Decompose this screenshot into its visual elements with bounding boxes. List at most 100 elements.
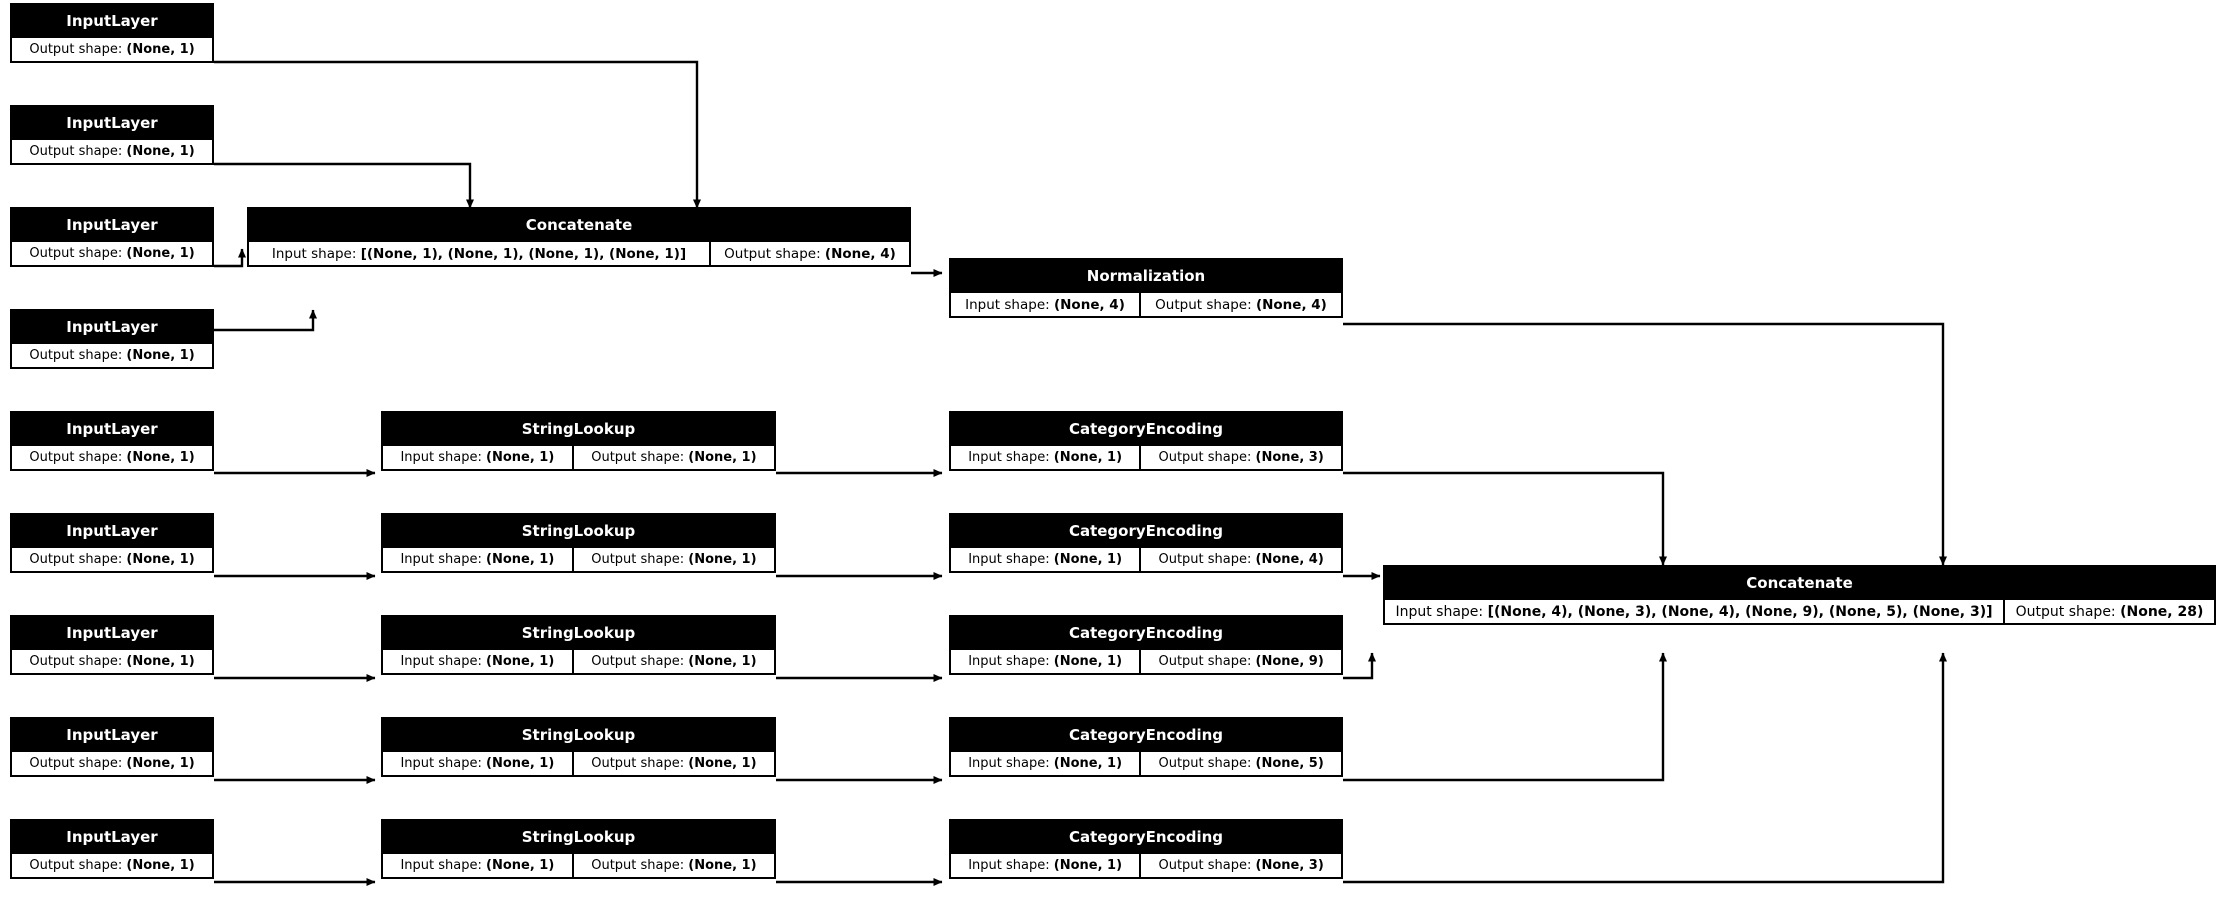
- output-shape-cell: Output shape: (None, 1): [12, 648, 212, 673]
- input-shape-cell: Input shape: (None, 1): [951, 852, 1140, 877]
- node-concatenate-final[interactable]: Concatenate Input shape: [(None, 4), (No…: [1383, 565, 2216, 625]
- output-shape-value: (None, 4): [1255, 552, 1324, 567]
- output-shape-cell: Output shape: (None, 1): [12, 138, 212, 163]
- node-input-layer-6[interactable]: InputLayer Output shape: (None, 1): [10, 513, 214, 573]
- input-shape-cell: Input shape: (None, 1): [383, 750, 572, 775]
- node-title: CategoryEncoding: [951, 617, 1341, 648]
- output-shape-cell: Output shape: (None, 4): [1139, 546, 1342, 571]
- node-input-layer-5[interactable]: InputLayer Output shape: (None, 1): [10, 411, 214, 471]
- node-title: CategoryEncoding: [951, 719, 1341, 750]
- edge-num-input-2: [214, 162, 474, 209]
- input-shape-cell: Input shape: (None, 1): [951, 750, 1140, 775]
- output-shape-value: (None, 1): [126, 348, 195, 363]
- output-shape-cell: Output shape: (None, 1): [571, 750, 775, 775]
- output-shape-value: (None, 1): [688, 552, 757, 567]
- node-title: CategoryEncoding: [951, 821, 1341, 852]
- input-shape-value: [(None, 4), (None, 3), (None, 4), (None,…: [1487, 603, 1993, 620]
- node-input-layer-1[interactable]: InputLayer Output shape: (None, 1): [10, 3, 214, 63]
- node-category-encoding-2[interactable]: CategoryEncoding Input shape: (None, 1) …: [949, 513, 1343, 573]
- node-title: Normalization: [951, 260, 1341, 291]
- node-title: InputLayer: [12, 413, 212, 444]
- node-shape-row: Input shape: [(None, 4), (None, 3), (Non…: [1385, 598, 2214, 623]
- node-category-encoding-1[interactable]: CategoryEncoding Input shape: (None, 1) …: [949, 411, 1343, 471]
- node-category-encoding-3[interactable]: CategoryEncoding Input shape: (None, 1) …: [949, 615, 1343, 675]
- input-shape-value: (None, 1): [486, 552, 555, 567]
- output-shape-value: (None, 28): [2120, 603, 2204, 620]
- output-shape-value: (None, 1): [688, 654, 757, 669]
- node-input-layer-9[interactable]: InputLayer Output shape: (None, 1): [10, 819, 214, 879]
- node-shape-row: Output shape: (None, 1): [12, 648, 212, 673]
- node-title: InputLayer: [12, 617, 212, 648]
- node-shape-row: Input shape: [(None, 1), (None, 1), (Non…: [249, 240, 909, 265]
- input-shape-cell: Input shape: (None, 1): [383, 444, 572, 469]
- node-title: InputLayer: [12, 821, 212, 852]
- node-string-lookup-5[interactable]: StringLookup Input shape: (None, 1) Outp…: [381, 819, 776, 879]
- edge-encoding-5-to-concat-final: [1343, 652, 1947, 884]
- node-category-encoding-4[interactable]: CategoryEncoding Input shape: (None, 1) …: [949, 717, 1343, 777]
- node-title: CategoryEncoding: [951, 515, 1341, 546]
- output-shape-cell: Output shape: (None, 1): [12, 546, 212, 571]
- output-shape-cell: Output shape: (None, 1): [571, 852, 775, 877]
- node-shape-row: Input shape: (None, 1) Output shape: (No…: [951, 750, 1342, 775]
- node-title: InputLayer: [12, 311, 212, 342]
- output-shape-value: (None, 1): [126, 756, 195, 771]
- output-shape-value: (None, 4): [824, 245, 896, 262]
- output-shape-cell: Output shape: (None, 3): [1139, 852, 1342, 877]
- node-input-layer-2[interactable]: InputLayer Output shape: (None, 1): [10, 105, 214, 165]
- output-shape-value: (None, 9): [1255, 654, 1324, 669]
- node-shape-row: Output shape: (None, 1): [12, 546, 212, 571]
- node-string-lookup-4[interactable]: StringLookup Input shape: (None, 1) Outp…: [381, 717, 776, 777]
- output-shape-value: (None, 3): [1255, 858, 1324, 873]
- output-shape-cell: Output shape: (None, 3): [1139, 444, 1342, 469]
- node-input-layer-8[interactable]: InputLayer Output shape: (None, 1): [10, 717, 214, 777]
- node-shape-row: Input shape: (None, 1) Output shape: (No…: [383, 648, 775, 673]
- node-string-lookup-2[interactable]: StringLookup Input shape: (None, 1) Outp…: [381, 513, 776, 573]
- output-shape-value: (None, 1): [688, 450, 757, 465]
- output-shape-cell: Output shape: (None, 4): [1139, 291, 1341, 316]
- node-title: StringLookup: [383, 617, 774, 648]
- node-title: Concatenate: [1385, 567, 2214, 598]
- output-shape-cell: Output shape: (None, 9): [1139, 648, 1342, 673]
- node-shape-row: Input shape: (None, 1) Output shape: (No…: [383, 546, 775, 571]
- input-shape-value: (None, 1): [1053, 450, 1123, 465]
- edge-encoding-1-to-concat-final: [1343, 471, 1667, 566]
- output-shape-value: (None, 1): [688, 756, 757, 771]
- input-shape-cell: Input shape: (None, 1): [951, 648, 1140, 673]
- edge-num-input-3: [214, 248, 246, 268]
- node-title: CategoryEncoding: [951, 413, 1341, 444]
- output-shape-value: (None, 1): [126, 654, 195, 669]
- output-shape-value: (None, 3): [1255, 450, 1324, 465]
- node-shape-row: Input shape: (None, 1) Output shape: (No…: [383, 444, 775, 469]
- output-shape-cell: Output shape: (None, 1): [12, 444, 212, 469]
- output-shape-cell: Output shape: (None, 1): [12, 240, 212, 265]
- edge-encoding-4-to-concat-final: [1343, 652, 1667, 782]
- input-shape-value: (None, 1): [486, 756, 555, 771]
- output-shape-value: (None, 1): [126, 144, 195, 159]
- input-shape-value: (None, 1): [486, 450, 555, 465]
- node-title: InputLayer: [12, 719, 212, 750]
- node-title: InputLayer: [12, 209, 212, 240]
- node-shape-row: Output shape: (None, 1): [12, 342, 212, 367]
- node-normalization[interactable]: Normalization Input shape: (None, 4) Out…: [949, 258, 1343, 318]
- node-string-lookup-3[interactable]: StringLookup Input shape: (None, 1) Outp…: [381, 615, 776, 675]
- node-title: StringLookup: [383, 413, 774, 444]
- node-string-lookup-1[interactable]: StringLookup Input shape: (None, 1) Outp…: [381, 411, 776, 471]
- node-input-layer-7[interactable]: InputLayer Output shape: (None, 1): [10, 615, 214, 675]
- node-title: InputLayer: [12, 515, 212, 546]
- edge-num-input-1: [214, 60, 701, 209]
- node-shape-row: Output shape: (None, 1): [12, 240, 212, 265]
- node-title: StringLookup: [383, 719, 774, 750]
- node-category-encoding-5[interactable]: CategoryEncoding Input shape: (None, 1) …: [949, 819, 1343, 879]
- input-shape-cell: Input shape: [(None, 1), (None, 1), (Non…: [249, 240, 709, 265]
- edge-encoding-3-to-concat-final: [1343, 652, 1376, 680]
- edge-num-input-4: [214, 309, 317, 332]
- input-shape-cell: Input shape: [(None, 4), (None, 3), (Non…: [1385, 598, 2003, 623]
- output-shape-cell: Output shape: (None, 1): [12, 342, 212, 367]
- node-concatenate-numeric[interactable]: Concatenate Input shape: [(None, 1), (No…: [247, 207, 911, 267]
- node-input-layer-4[interactable]: InputLayer Output shape: (None, 1): [10, 309, 214, 369]
- input-shape-cell: Input shape: (None, 4): [951, 291, 1140, 316]
- node-input-layer-3[interactable]: InputLayer Output shape: (None, 1): [10, 207, 214, 267]
- node-shape-row: Input shape: (None, 1) Output shape: (No…: [951, 444, 1342, 469]
- output-shape-cell: Output shape: (None, 1): [571, 648, 775, 673]
